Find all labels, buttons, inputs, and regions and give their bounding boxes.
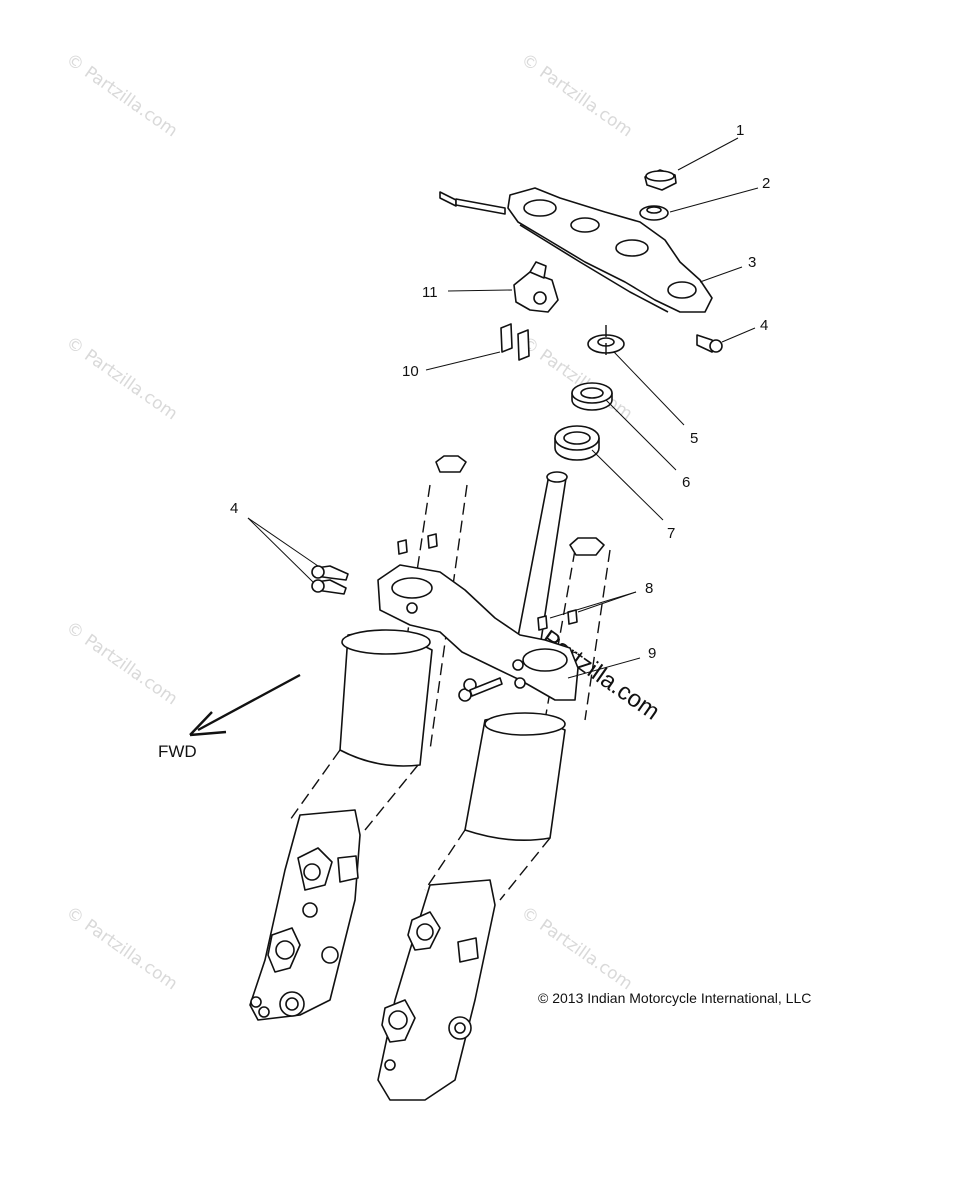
pinch-bolt [439, 191, 506, 215]
clamp-bolts-left [311, 565, 349, 595]
watermark-text: © Partzilla.com [517, 50, 636, 142]
watermark-text: © Partzilla.com [62, 333, 181, 425]
clamp-small-bolts [397, 533, 578, 631]
callout-2: 2 [762, 175, 770, 192]
callout-4-secondary: 4 [230, 500, 238, 517]
copyright-notice: © 2013 Indian Motorcycle International, … [538, 990, 811, 1006]
watermark-text: © Partzilla.com [62, 50, 181, 142]
bracket-bolts [500, 323, 530, 361]
clamp-bolt-right [696, 334, 723, 353]
right-fork-leg [377, 712, 566, 1101]
fwd-label: FWD [158, 742, 197, 761]
callout-5: 5 [690, 430, 698, 447]
lower-bearing [554, 425, 600, 461]
leader-lines [247, 137, 759, 679]
watermark-text: © Partzilla.com [62, 903, 181, 995]
callout-1: 1 [736, 122, 744, 139]
callout-3: 3 [748, 254, 756, 271]
callout-7: 7 [667, 525, 675, 542]
left-fork-leg [249, 629, 433, 1021]
sensor-bracket [513, 261, 559, 313]
upper-triple-clamp [507, 187, 713, 313]
clamp-bottom-bolts [458, 677, 503, 702]
callout-11: 11 [422, 284, 438, 301]
callout-8: 8 [645, 580, 653, 597]
stem-nut [644, 169, 677, 191]
callout-labels: 1 2 3 4 5 6 7 8 9 10 11 4 [230, 122, 770, 662]
upper-bearing [571, 382, 613, 411]
lower-triple-clamp [377, 564, 579, 701]
callout-6: 6 [682, 474, 690, 491]
fork-tube-caps [435, 455, 605, 556]
callout-10: 10 [402, 363, 419, 380]
callout-9: 9 [648, 645, 656, 662]
callout-4: 4 [760, 317, 768, 334]
forward-arrow [189, 673, 301, 737]
stem-washer [639, 205, 669, 221]
watermark-text: © Partzilla.com [62, 618, 181, 710]
watermark-text: © Partzilla.com [517, 903, 636, 995]
